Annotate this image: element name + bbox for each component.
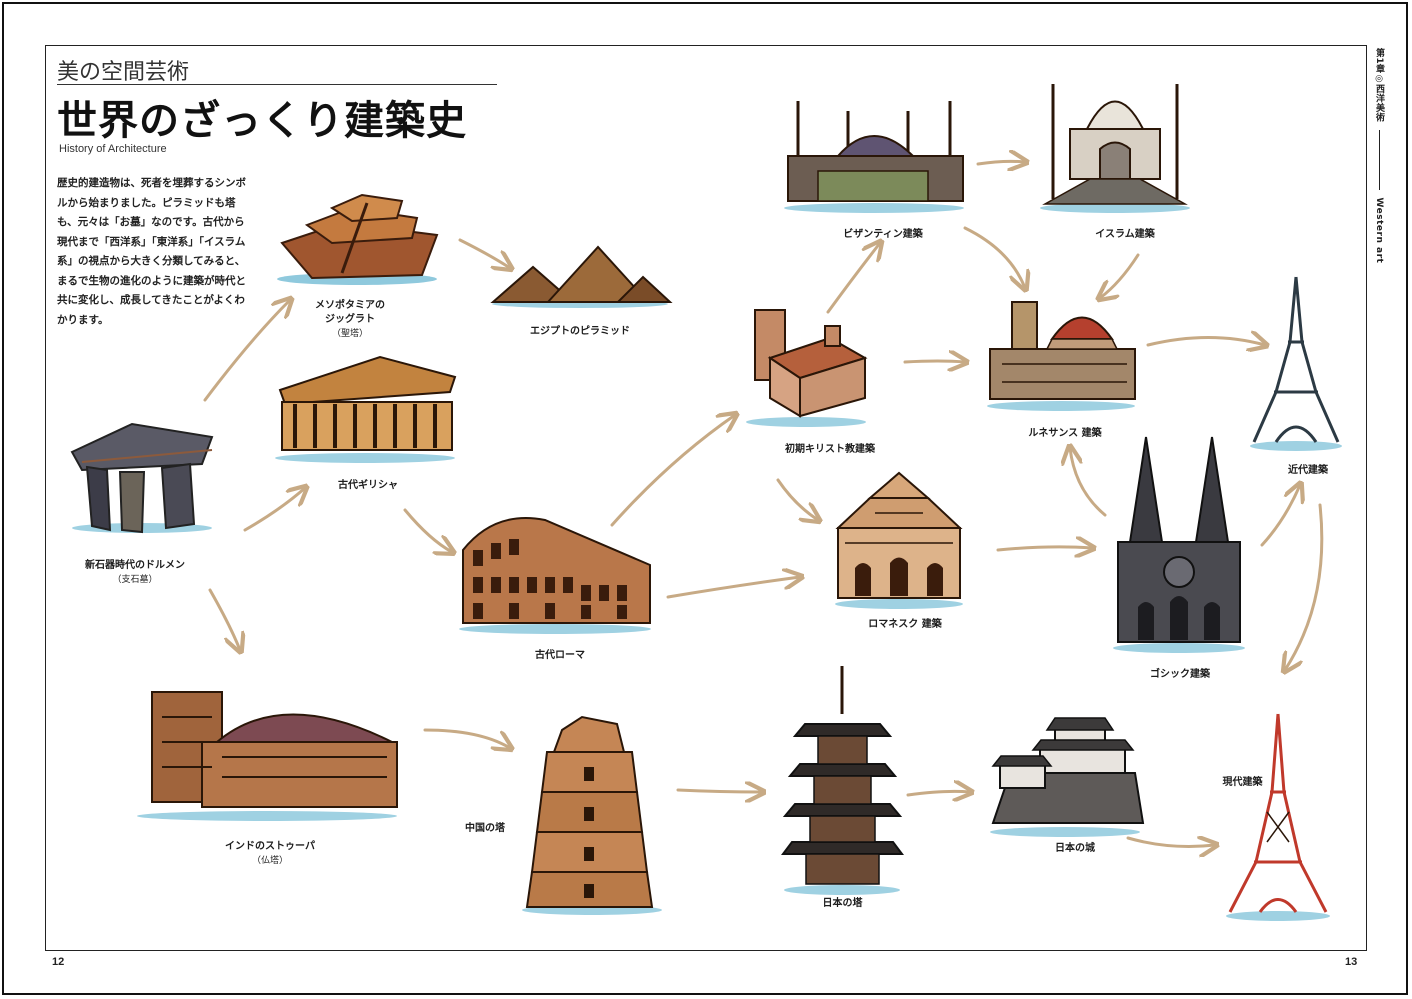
- early-christian-label: 初期キリスト教建築: [785, 444, 875, 455]
- japan-pagoda-label: 日本の塔: [822, 898, 863, 909]
- ziggurat-illustration: [277, 193, 439, 285]
- contemporary-label: 現代建築: [1222, 777, 1263, 788]
- modern-label: 近代建築: [1288, 465, 1328, 476]
- chapter-label: 第1章◎西洋美術: [1374, 48, 1384, 123]
- rome-illustration: [459, 517, 651, 634]
- page-subtitle: History of Architecture: [59, 143, 167, 155]
- gothic-illustration: [1113, 436, 1245, 653]
- japan-castle-illustration: [990, 717, 1145, 837]
- chapter-side-tab: 第1章◎西洋美術 Western art: [1372, 48, 1386, 263]
- early-christian-illustration: [746, 309, 868, 427]
- ziggurat-label: メソポタミアの ジッグラト （聖塔）: [315, 300, 385, 339]
- rome-label: 古代ローマ: [535, 650, 585, 661]
- byzantine-illustration: [784, 101, 964, 213]
- chapter-english: Western art: [1374, 197, 1384, 264]
- page-title: 世界のざっくり建築史: [57, 98, 467, 144]
- japan-pagoda-illustration: [781, 666, 904, 895]
- china-tower-label: 中国の塔: [465, 823, 505, 834]
- romanesque-illustration: [835, 471, 963, 609]
- stupa-illustration: [137, 691, 398, 821]
- title-rule: [57, 84, 497, 85]
- gothic-label: ゴシック建築: [1150, 669, 1210, 680]
- pyramid-label: エジプトのピラミッド: [530, 326, 630, 337]
- pyramid-illustration: [490, 245, 673, 308]
- page-number-left: 12: [52, 956, 65, 968]
- dolmen-label: 新石器時代のドルメン （支石墓）: [85, 560, 185, 585]
- content-frame: [45, 45, 1367, 951]
- greece-illustration: [275, 355, 457, 463]
- stupa-label: インドのストゥーパ （仏塔）: [225, 841, 315, 866]
- islamic-illustration: [1040, 84, 1190, 213]
- renaissance-illustration: [987, 301, 1136, 411]
- intro-text: 歴史的建造物は、死者を埋葬するシンボルから始まりました。ピラミッドも塔も、元々は…: [57, 177, 246, 326]
- japan-castle-label: 日本の城: [1055, 843, 1095, 854]
- byzantine-label: ビザンティン建築: [843, 229, 923, 240]
- side-tab-rule: [1378, 129, 1380, 190]
- china-tower-illustration: [522, 715, 662, 915]
- contemporary-illustration: [1226, 713, 1330, 921]
- islamic-label: イスラム建築: [1095, 229, 1155, 240]
- romanesque-label: ロマネスク 建築: [868, 619, 942, 630]
- page-number-right: 13: [1345, 956, 1358, 968]
- dolmen-illustration: [70, 422, 214, 534]
- modern-illustration: [1250, 276, 1342, 451]
- section-label: 美の空間芸術: [57, 60, 190, 85]
- greece-label: 古代ギリシャ: [338, 480, 398, 491]
- renaissance-label: ルネサンス 建築: [1028, 428, 1102, 439]
